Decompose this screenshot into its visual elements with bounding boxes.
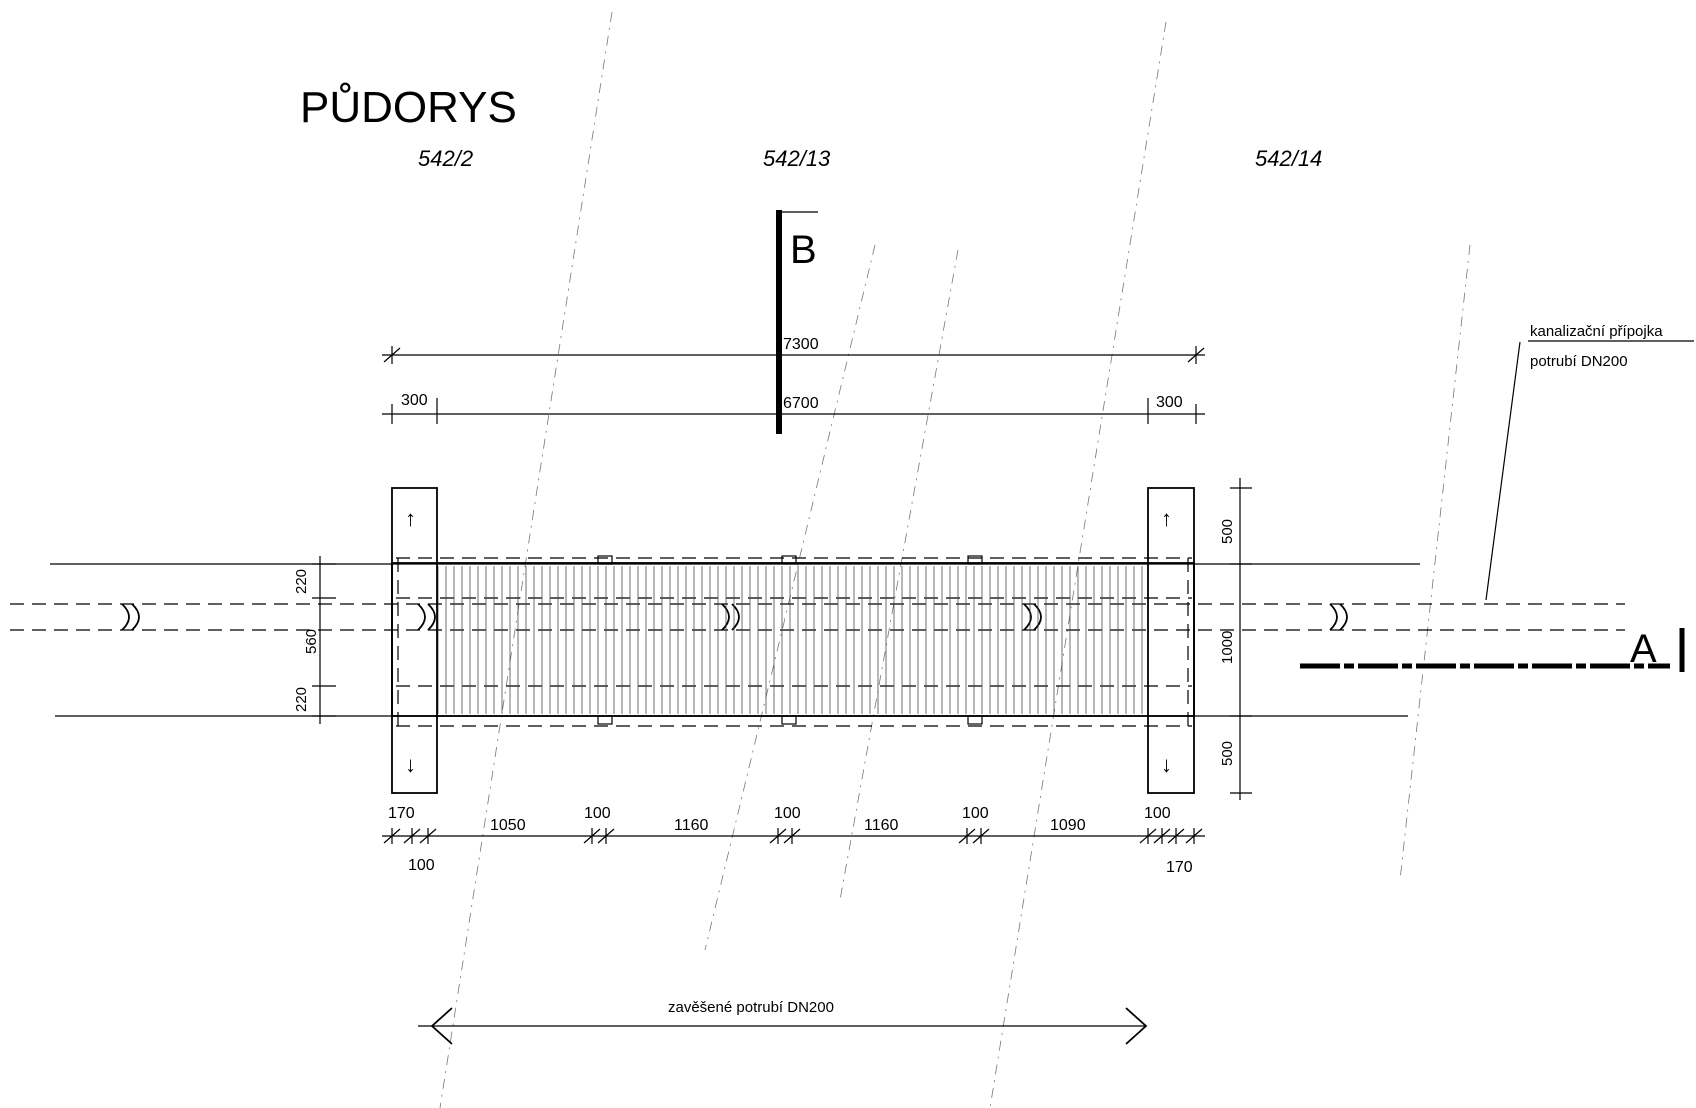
pipe-run <box>10 603 1625 631</box>
dim-top-inner: 6700 <box>783 395 819 412</box>
parcel-boundaries <box>439 11 1471 1108</box>
dim-bottom-6: 1160 <box>864 817 899 834</box>
dim-bottom-4: 1160 <box>674 817 709 834</box>
parcel-label-center: 542/13 <box>763 146 831 171</box>
dim-right-bottom: 500 <box>1219 741 1236 766</box>
parcel-label-right: 542/14 <box>1255 146 1322 171</box>
section-label-a: A <box>1630 627 1657 671</box>
dim-left-top: 220 <box>293 569 310 594</box>
bottom-dimensions: 170 1050 100 1160 100 1160 100 1090 100 … <box>382 805 1205 876</box>
abutments <box>391 487 1195 794</box>
dim-bottom-2: 1050 <box>490 817 526 834</box>
section-mark-b: B <box>776 210 818 434</box>
dim-bottom-lower-2: 170 <box>1166 859 1193 876</box>
left-dimensions: 220 560 220 <box>293 556 336 724</box>
section-label-b: B <box>790 228 817 272</box>
suspended-pipe-annotation: zavěšené potrubí DN200 <box>418 999 1148 1045</box>
dim-top-left: 300 <box>401 392 428 409</box>
parcel-label-left: 542/2 <box>418 146 473 171</box>
right-dimensions: 500 1000 500 <box>1219 478 1252 800</box>
top-dimensions: 7300 300 6700 300 <box>382 336 1205 424</box>
dim-left-mid: 560 <box>303 629 320 654</box>
dim-left-bottom: 220 <box>293 687 310 712</box>
connection-note-line1: kanalizační přípojka <box>1530 323 1663 340</box>
dim-right-mid: 1000 <box>1219 631 1236 664</box>
dim-top-total: 7300 <box>783 336 819 353</box>
dim-bottom-8: 1090 <box>1050 817 1086 834</box>
arrow-down-left: ↓ <box>405 752 416 777</box>
arrow-up-right: ↑ <box>1161 506 1172 531</box>
deck-hatching <box>437 566 1143 714</box>
dim-right-top: 500 <box>1219 519 1236 544</box>
dim-bottom-3: 100 <box>584 805 611 822</box>
connection-note-line2: potrubí DN200 <box>1530 353 1628 370</box>
dim-bottom-lower-1: 100 <box>408 857 435 874</box>
dim-bottom-5: 100 <box>774 805 801 822</box>
dim-bottom-9: 100 <box>1144 805 1171 822</box>
dim-bottom-1: 170 <box>388 805 415 822</box>
suspended-pipe-label: zavěšené potrubí DN200 <box>668 999 834 1016</box>
dim-bottom-7: 100 <box>962 805 989 822</box>
road-edges <box>50 563 1420 717</box>
dim-top-right: 300 <box>1156 394 1183 411</box>
plan-title: PŮDORYS <box>300 81 517 132</box>
bridge-deck <box>391 555 1195 727</box>
section-mark-a: A <box>1300 627 1685 672</box>
arrow-up-left: ↑ <box>405 506 416 531</box>
arrow-down-right: ↓ <box>1161 752 1172 777</box>
connection-note: kanalizační přípojka potrubí DN200 <box>1485 323 1694 601</box>
